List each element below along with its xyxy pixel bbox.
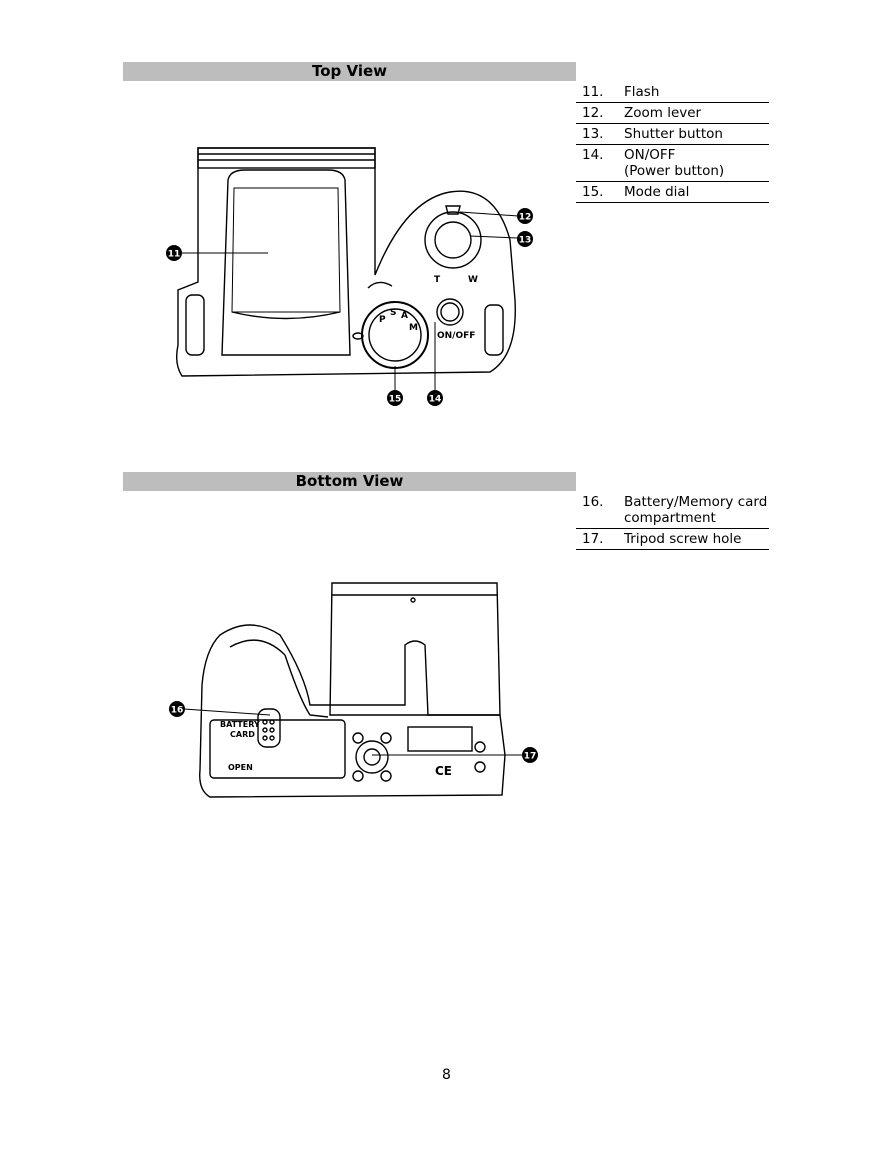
legend-number: 16. xyxy=(582,494,604,510)
callout-14: 14 xyxy=(427,390,443,406)
top-view-legend: 11. Flash 12. Zoom lever 13. Shutter but… xyxy=(576,82,769,203)
legend-item-power-button: 14. ON/OFF (Power button) xyxy=(576,145,769,182)
ce-marking: CE xyxy=(435,764,452,778)
legend-item-mode-dial: 15. Mode dial xyxy=(576,182,769,203)
legend-label: Tripod screw hole xyxy=(624,531,742,547)
svg-text:15: 15 xyxy=(389,395,402,405)
callout-15: 15 xyxy=(387,390,403,406)
svg-text:14: 14 xyxy=(429,395,442,405)
legend-item-battery-compartment: 16. Battery/Memory card compartment xyxy=(576,492,769,529)
lens-barrel-bottom xyxy=(329,582,501,716)
zoom-w-marking: W xyxy=(468,275,478,285)
tripod-screw-hole xyxy=(355,740,389,774)
top-body-outline xyxy=(175,147,516,377)
legend-number: 15. xyxy=(582,184,604,200)
shutter-button-top xyxy=(434,221,472,259)
zoom-lever-ring xyxy=(424,211,482,269)
card-marking: CARD xyxy=(230,730,255,739)
legend-number: 14. xyxy=(582,147,604,163)
svg-text:13: 13 xyxy=(519,236,532,246)
callout-13: 13 xyxy=(517,231,533,247)
legend-number: 11. xyxy=(582,84,604,100)
dial-a-marking: A xyxy=(401,311,408,321)
callout-11: 11 xyxy=(166,245,182,261)
rating-plate xyxy=(407,726,473,752)
legend-label: Zoom lever xyxy=(624,105,702,121)
legend-number: 12. xyxy=(582,105,604,121)
legend-number: 17. xyxy=(582,531,604,547)
callout-17: 17 xyxy=(522,747,538,763)
legend-label: ON/OFF (Power button) xyxy=(624,147,769,179)
legend-item-shutter-button: 13. Shutter button xyxy=(576,124,769,145)
page-number: 8 xyxy=(442,1067,451,1083)
legend-item-zoom-lever: 12. Zoom lever xyxy=(576,103,769,124)
battery-door xyxy=(209,719,346,779)
zoom-t-marking: T xyxy=(434,275,441,285)
legend-label-line2: (Power button) xyxy=(624,163,725,179)
legend-label: Flash xyxy=(624,84,660,100)
legend-label: Mode dial xyxy=(624,184,690,200)
flash-window xyxy=(231,187,341,313)
svg-text:12: 12 xyxy=(519,213,532,223)
battery-marking: BATTERY xyxy=(220,720,260,729)
bottom-body-outline xyxy=(199,624,506,798)
battery-latch xyxy=(257,708,281,748)
legend-label: Shutter button xyxy=(624,126,723,142)
bottom-view-figure: BATTERY CARD OPEN CE 16 17 xyxy=(169,582,538,798)
top-view-figure: T W ON/OFF M A S P 11 12 13 14 15 xyxy=(166,147,533,406)
legend-item-flash: 11. Flash xyxy=(576,82,769,103)
dial-s-marking: S xyxy=(390,308,396,318)
legend-number: 13. xyxy=(582,126,604,142)
flash-housing-outline xyxy=(221,169,351,356)
bottom-view-legend: 16. Battery/Memory card compartment 17. … xyxy=(576,492,769,550)
legend-label: Battery/Memory card compartment xyxy=(624,494,769,526)
power-button-top xyxy=(436,298,464,326)
lens-barrel-top xyxy=(197,147,376,169)
onoff-marking: ON/OFF xyxy=(437,331,475,341)
open-marking: OPEN xyxy=(228,763,253,772)
svg-text:17: 17 xyxy=(524,752,537,762)
legend-label-line2: compartment xyxy=(624,510,716,526)
svg-text:16: 16 xyxy=(171,706,184,716)
bottom-view-heading: Bottom View xyxy=(123,472,576,491)
svg-text:11: 11 xyxy=(168,250,181,260)
legend-label-line1: ON/OFF xyxy=(624,147,676,163)
dial-p-marking: P xyxy=(379,315,386,325)
callout-12: 12 xyxy=(517,208,533,224)
legend-item-tripod-hole: 17. Tripod screw hole xyxy=(576,529,769,550)
dial-m-marking: M xyxy=(409,323,418,333)
top-view-heading: Top View xyxy=(123,62,576,81)
callout-16: 16 xyxy=(169,701,185,717)
legend-label-line1: Battery/Memory card xyxy=(624,494,768,510)
